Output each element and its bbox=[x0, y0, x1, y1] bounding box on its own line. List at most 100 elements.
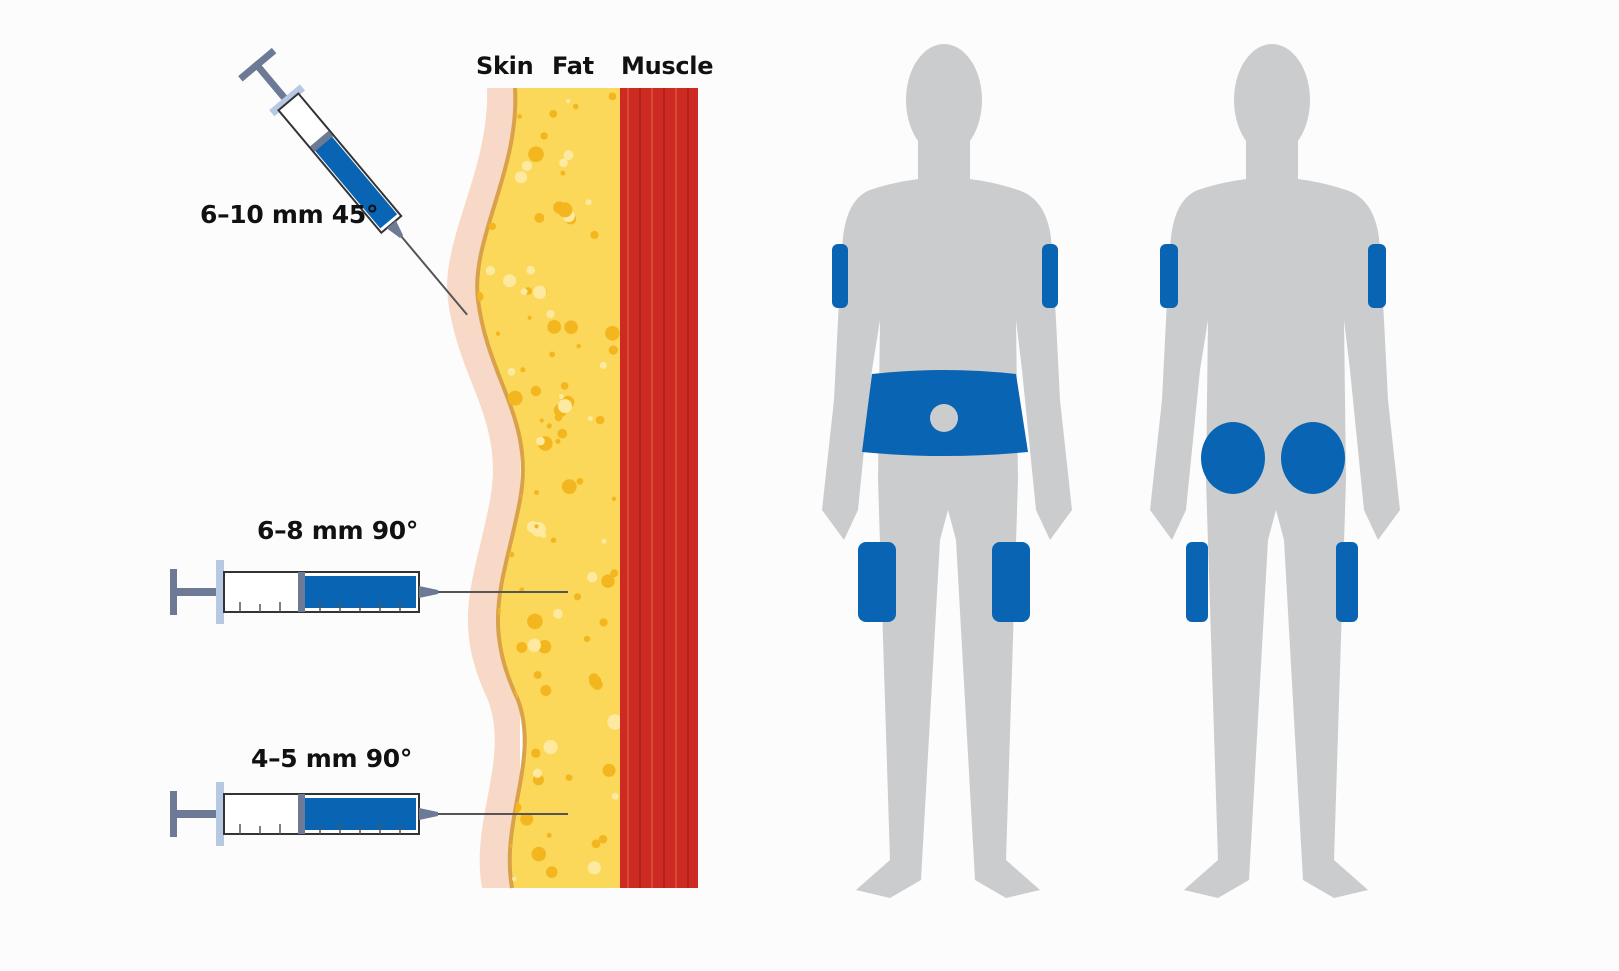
skin-fat-boundary bbox=[475, 87, 527, 889]
fat-globule bbox=[533, 285, 547, 299]
fat-globule bbox=[565, 774, 573, 781]
fat-globule bbox=[555, 438, 561, 444]
fat-globule bbox=[560, 382, 569, 390]
fat-globule bbox=[599, 618, 608, 627]
fat-globule bbox=[549, 351, 555, 358]
fat-globule bbox=[611, 496, 617, 501]
fat-globule bbox=[465, 473, 475, 483]
fat-globule bbox=[543, 740, 558, 755]
site-upper-arm-back-right bbox=[1160, 244, 1178, 308]
fat-globule bbox=[539, 418, 544, 423]
fat-globule bbox=[573, 593, 582, 601]
fat-globule bbox=[572, 103, 579, 110]
fat-globule bbox=[546, 423, 552, 429]
injection-sites-back bbox=[1160, 244, 1386, 622]
fat-globule bbox=[576, 477, 584, 485]
fat-globule bbox=[526, 265, 535, 275]
injection-label-45: 6–10 mm 45° bbox=[200, 200, 379, 229]
site-thigh-back-right bbox=[1186, 542, 1208, 622]
fat-globule bbox=[527, 613, 543, 630]
fat-globule bbox=[532, 768, 543, 778]
fat-globule bbox=[601, 538, 607, 544]
fat-globule bbox=[583, 635, 591, 643]
fat-globule bbox=[521, 160, 533, 172]
site-thigh-right bbox=[858, 542, 896, 622]
fat-globule bbox=[566, 99, 571, 104]
fat-globule bbox=[508, 551, 515, 558]
skin-label: Skin bbox=[476, 52, 534, 80]
muscle-fibers bbox=[627, 88, 689, 888]
site-thigh-left bbox=[992, 542, 1030, 622]
fat-globule bbox=[546, 832, 552, 838]
fat-globule bbox=[528, 146, 544, 162]
site-upper-arm-back-left bbox=[1368, 244, 1386, 308]
fat-globule bbox=[495, 331, 501, 336]
fat-globule bbox=[530, 385, 542, 397]
fat-globule bbox=[611, 793, 619, 800]
injection-label-6-8mm: 6–8 mm 90° bbox=[257, 516, 419, 545]
fat-globule bbox=[559, 158, 568, 168]
fat-globule bbox=[557, 202, 573, 218]
fat-globule bbox=[507, 367, 516, 376]
muscle-label: Muscle bbox=[621, 52, 714, 80]
fat-globule bbox=[576, 344, 581, 349]
fat-globule bbox=[477, 412, 484, 425]
fat-globule bbox=[533, 671, 542, 679]
tissue-cross-section bbox=[170, 47, 698, 889]
fat-globule bbox=[488, 222, 496, 231]
fat-globule bbox=[477, 291, 484, 302]
fat-globule bbox=[610, 569, 619, 578]
fat-globule bbox=[503, 274, 517, 288]
fat-globule bbox=[550, 537, 557, 543]
navel bbox=[930, 404, 958, 432]
fat-globule bbox=[507, 390, 523, 406]
fat-globule bbox=[540, 685, 552, 696]
fat-globule bbox=[481, 480, 491, 490]
fat-globule bbox=[602, 763, 616, 777]
fat-globule bbox=[561, 479, 577, 494]
fat-globule bbox=[465, 857, 476, 868]
site-buttock-left bbox=[1281, 422, 1345, 494]
body-back-view bbox=[1150, 44, 1400, 898]
fat-globule bbox=[520, 812, 534, 826]
fat-globule bbox=[559, 394, 564, 400]
fat-globule bbox=[591, 839, 601, 849]
site-upper-arm-left bbox=[1042, 244, 1058, 308]
fat-globule bbox=[564, 320, 578, 335]
fat-globule bbox=[477, 531, 481, 544]
injection-label-4-5mm: 4–5 mm 90° bbox=[251, 744, 413, 773]
syringe-4-5mm bbox=[170, 782, 568, 846]
fat-globule bbox=[557, 428, 568, 439]
fat-globule bbox=[587, 416, 593, 421]
body-front-view bbox=[822, 44, 1072, 898]
fat-globule bbox=[527, 315, 532, 320]
fat-globule bbox=[520, 288, 528, 296]
fat-globule bbox=[590, 230, 599, 240]
fat-globule bbox=[601, 574, 615, 588]
fat-globule bbox=[608, 92, 617, 101]
body-silhouette-front bbox=[822, 44, 1072, 898]
fat-globule bbox=[485, 266, 496, 276]
fat-globule bbox=[517, 114, 522, 119]
fat-globule bbox=[531, 748, 541, 758]
fat-globule bbox=[563, 150, 574, 161]
fat-globule bbox=[537, 640, 552, 654]
fat-globule bbox=[553, 608, 563, 619]
fat-globule bbox=[598, 834, 608, 844]
fat-globule bbox=[534, 490, 539, 495]
site-buttock-right bbox=[1201, 422, 1265, 494]
fat-globule bbox=[547, 320, 562, 334]
fat-globule bbox=[536, 436, 545, 446]
site-upper-arm-right bbox=[832, 244, 848, 308]
fat-globule bbox=[527, 638, 541, 652]
fat-globule bbox=[479, 784, 485, 790]
fat-globule bbox=[479, 444, 492, 458]
fat-globule bbox=[546, 866, 558, 878]
fat-globule bbox=[605, 326, 620, 341]
fat-globule bbox=[585, 199, 592, 206]
fat-globule bbox=[516, 642, 528, 653]
fat-globule bbox=[558, 399, 572, 414]
fat-globule bbox=[607, 714, 620, 730]
fat-label: Fat bbox=[552, 52, 594, 80]
syringe-6-8mm bbox=[170, 560, 568, 624]
